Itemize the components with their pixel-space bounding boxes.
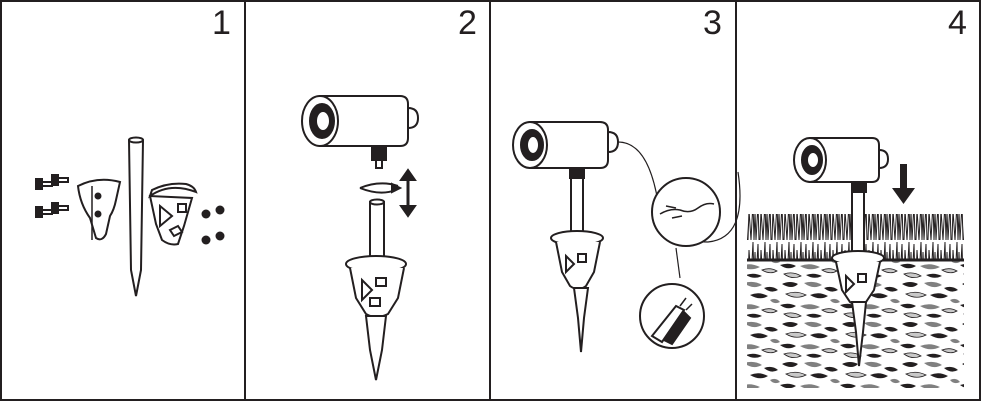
panel-2-assembly [301, 95, 420, 381]
ground-spike-icon [127, 136, 145, 297]
step-number-3: 3 [703, 4, 722, 42]
screws-icon [35, 174, 69, 218]
wire-connector-icon [639, 177, 721, 349]
panel-3-wiring [512, 121, 741, 353]
ground-spike-icon [345, 198, 407, 381]
spotlight-icon [301, 95, 420, 169]
panel-divider [244, 0, 246, 401]
mounting-bracket-icon [76, 178, 122, 241]
panel-1-parts [35, 136, 225, 297]
panel-divider [489, 0, 491, 401]
step-number-4: 4 [948, 4, 967, 42]
step-number-2: 2 [458, 4, 477, 42]
nuts-icon [201, 205, 225, 245]
spotlight-icon [793, 137, 890, 193]
panel-divider [735, 0, 737, 401]
ground-spike-icon [550, 177, 604, 353]
panel-4-installed [747, 137, 964, 388]
spotlight-icon [512, 121, 620, 179]
mounting-bracket-icon [148, 182, 198, 246]
down-arrow-icon [892, 164, 915, 204]
step-number-1: 1 [212, 4, 231, 42]
rotate-arrow-icon [359, 182, 403, 194]
vertical-arrow-icon [399, 168, 417, 218]
ground-spike-icon [831, 191, 885, 367]
